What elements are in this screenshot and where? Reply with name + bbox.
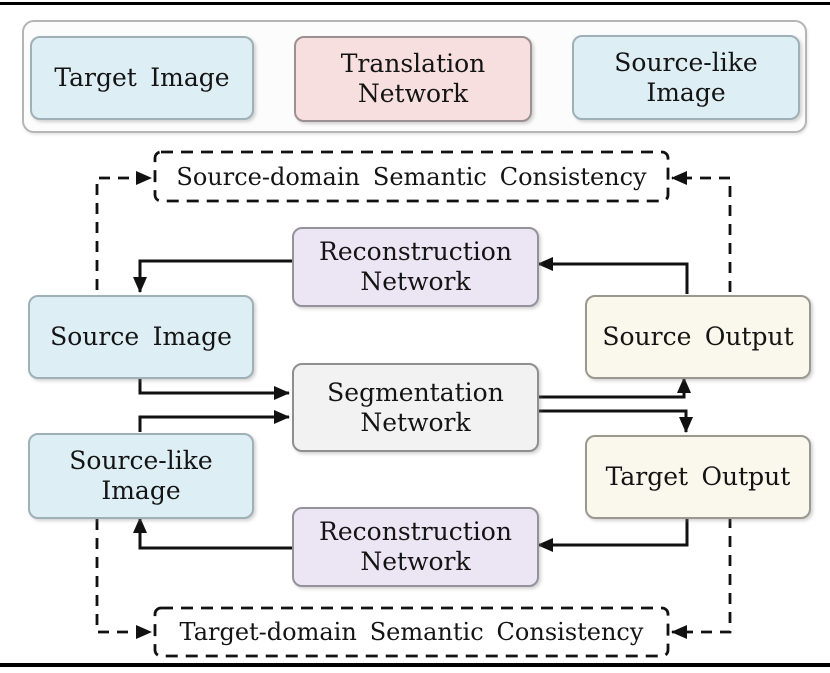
source-output-label: Source Output bbox=[602, 322, 794, 351]
segmentation-network-box: Segmentation Network bbox=[292, 363, 539, 452]
arrow-recon-top-to-source-image bbox=[133, 259, 292, 293]
segmentation-network-label: Segmentation Network bbox=[327, 377, 504, 437]
source-like-image-label: Source-like Image bbox=[69, 446, 213, 505]
arrow-recon-bottom-to-source-like bbox=[133, 517, 292, 550]
source-domain-consistency-label: Source-domain Semantic Consistency bbox=[176, 162, 647, 191]
target-domain-consistency-label: Target-domain Semantic Consistency bbox=[179, 618, 644, 646]
dashed-arrow-source-output-to-source-consistency bbox=[671, 171, 732, 292]
reconstruction-network-top-box: Reconstruction Network bbox=[292, 227, 539, 307]
source-like-image-box: Source-like Image bbox=[28, 433, 254, 519]
arrow-segmentation-to-source-output bbox=[535, 377, 691, 399]
source-image-label: Source Image bbox=[50, 322, 232, 351]
dashed-arrow-source-image-to-source-consistency bbox=[95, 171, 152, 290]
bottom-rule-line bbox=[0, 663, 830, 667]
arrow-source-output-to-recon-top bbox=[537, 257, 689, 294]
source-like-image-top-label: Source-like Image bbox=[614, 47, 758, 107]
translation-network-box: Translation Network bbox=[294, 36, 532, 122]
translation-network-label: Translation Network bbox=[340, 49, 486, 108]
target-domain-consistency-label-box: Target-domain Semantic Consistency bbox=[155, 608, 668, 656]
reconstruction-network-bottom-label: Reconstruction Network bbox=[319, 517, 512, 576]
target-output-label: Target Output bbox=[605, 462, 791, 491]
target-image-box: Target Image bbox=[30, 36, 254, 120]
arrow-segmentation-to-target-output bbox=[535, 409, 693, 433]
arrow-target-output-to-recon-bottom bbox=[537, 516, 689, 552]
target-output-box: Target Output bbox=[585, 435, 811, 519]
source-output-box: Source Output bbox=[585, 295, 811, 379]
dashed-arrow-target-output-to-target-consistency bbox=[671, 517, 732, 639]
reconstruction-network-bottom-box: Reconstruction Network bbox=[292, 507, 539, 587]
top-rule-line bbox=[0, 2, 830, 5]
source-consistency-dashed-box bbox=[153, 150, 670, 203]
arrow-source-image-to-segmentation bbox=[138, 375, 290, 400]
source-image-box: Source Image bbox=[28, 295, 254, 379]
target-consistency-dashed-box bbox=[153, 606, 670, 658]
source-like-image-top-box: Source-like Image bbox=[572, 35, 800, 120]
dashed-arrow-source-like-to-target-consistency bbox=[95, 519, 152, 639]
target-image-label: Target Image bbox=[54, 63, 230, 92]
arrow-source-like-to-segmentation bbox=[138, 410, 290, 432]
source-domain-consistency-label-box: Source-domain Semantic Consistency bbox=[155, 152, 668, 201]
reconstruction-network-top-label: Reconstruction Network bbox=[319, 237, 512, 296]
